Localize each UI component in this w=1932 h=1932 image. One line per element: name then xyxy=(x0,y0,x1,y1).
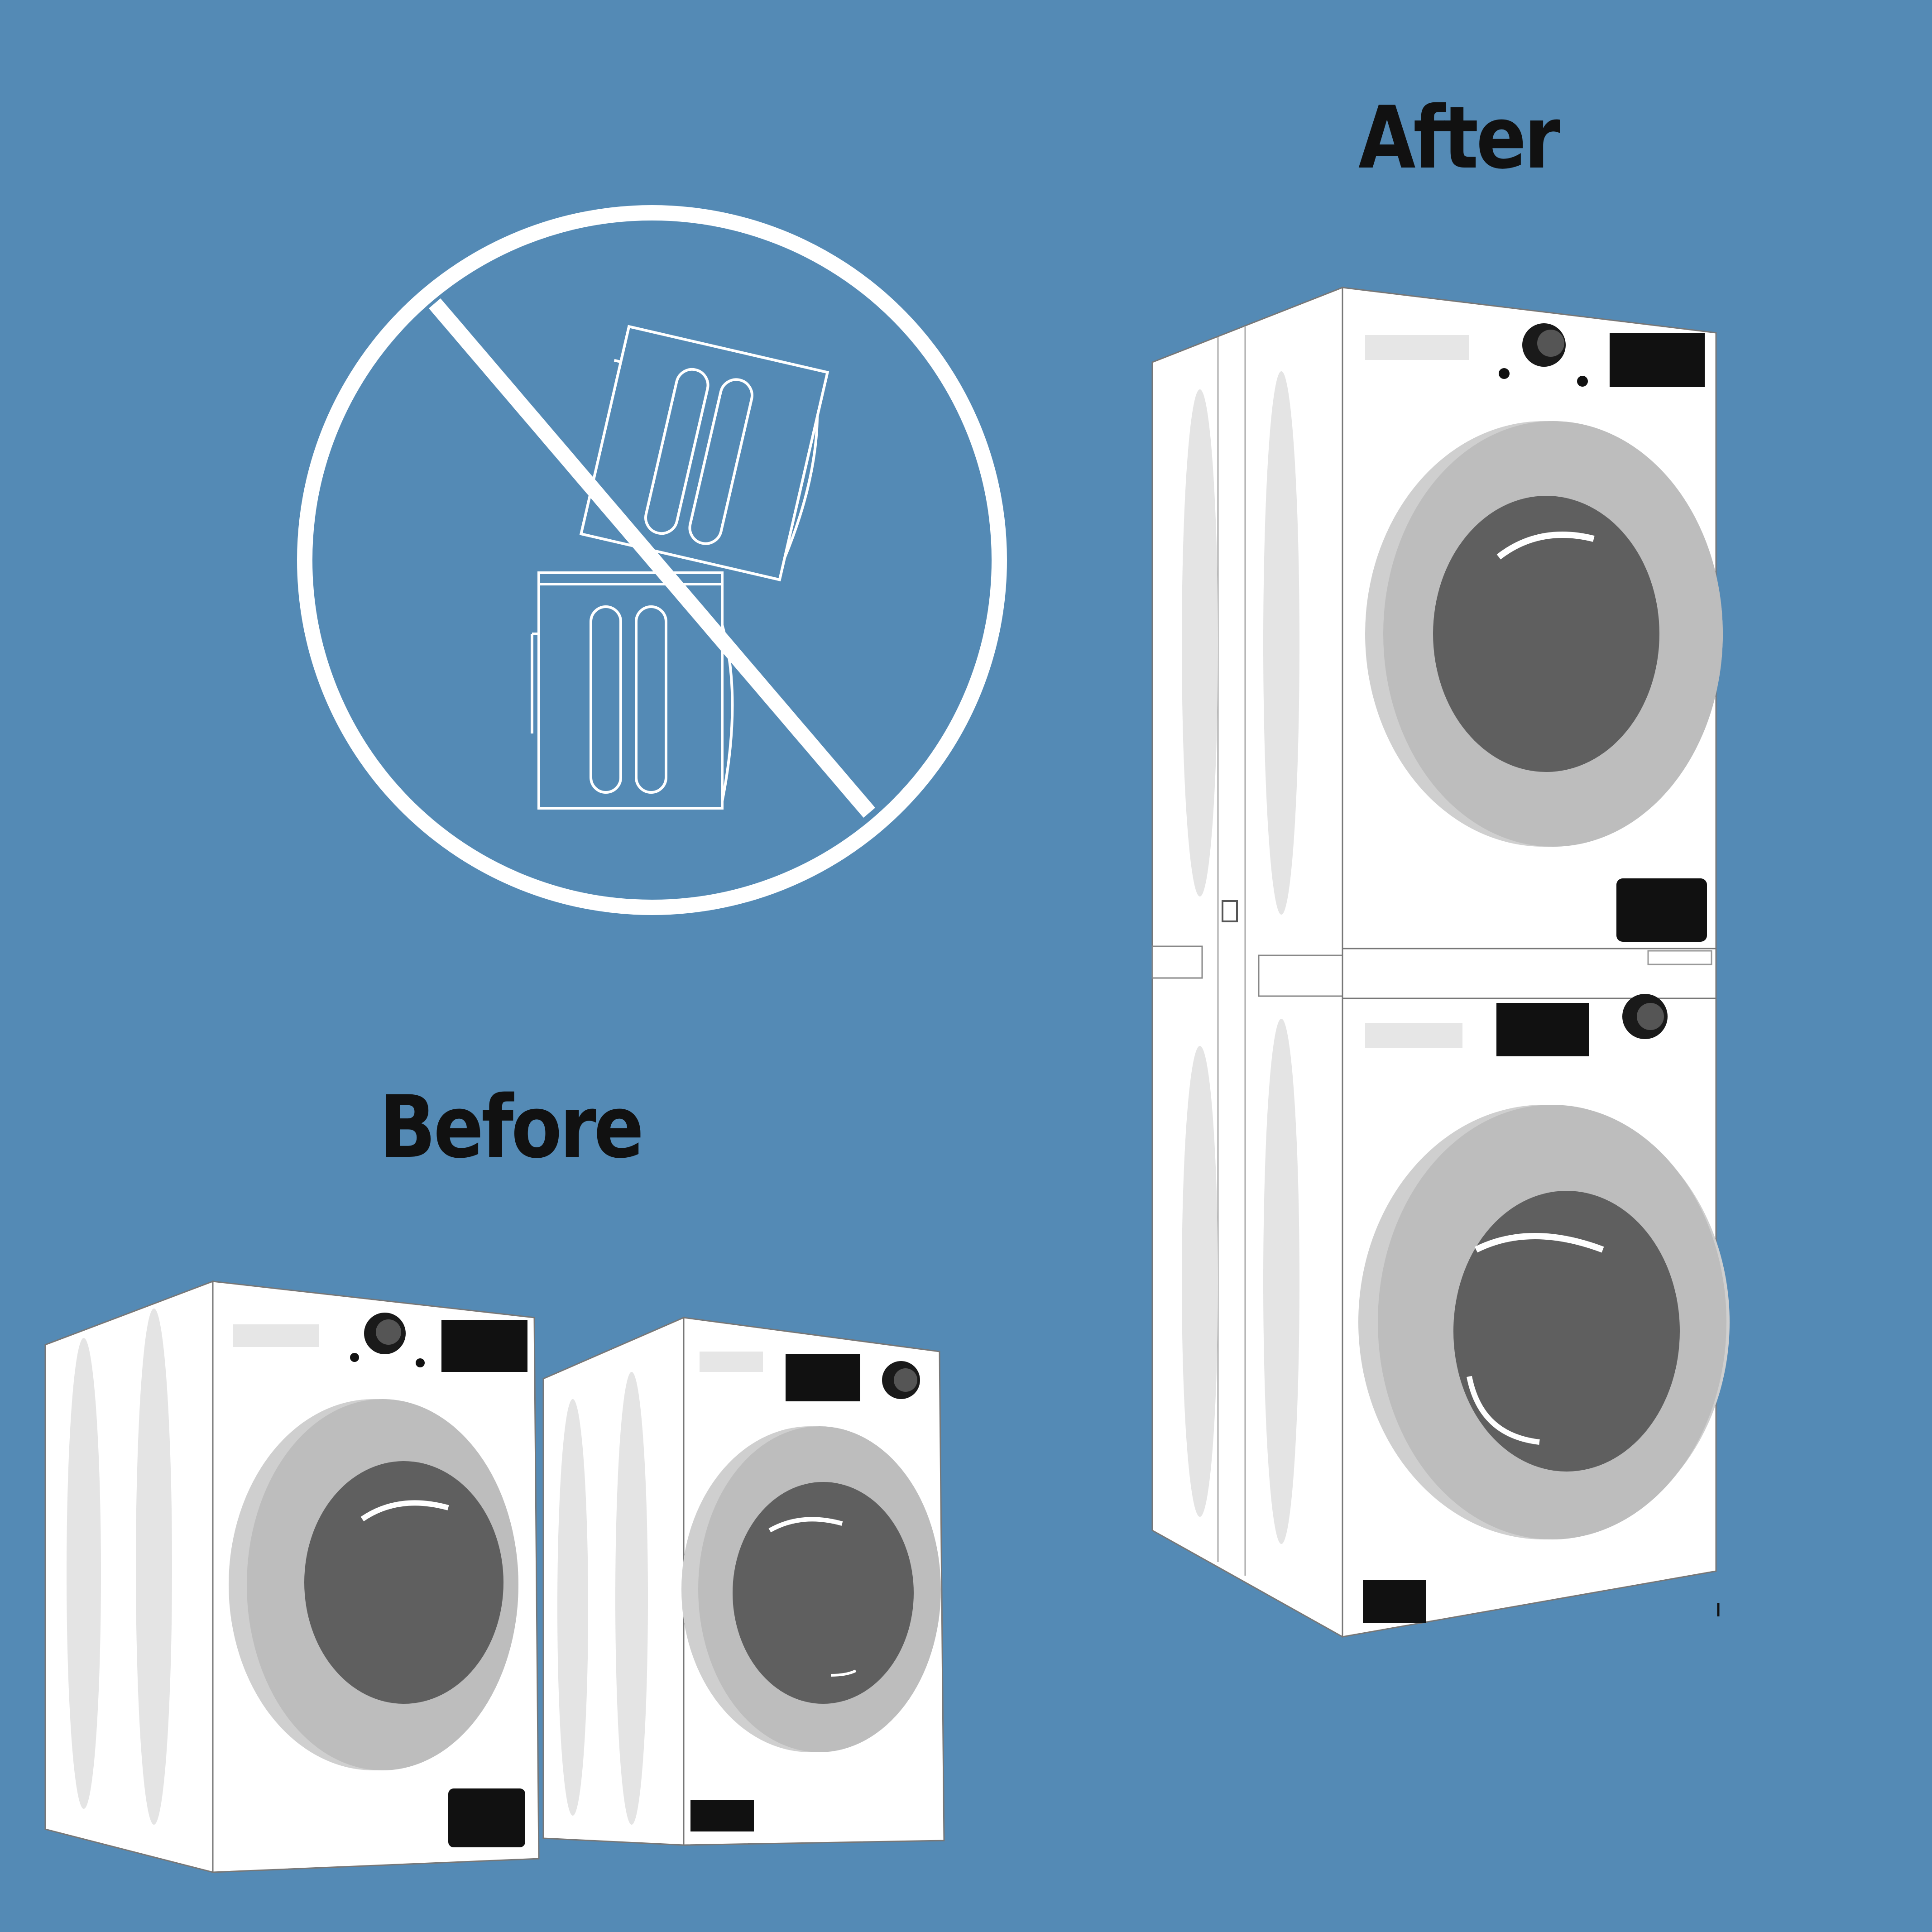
tilted-washer-icon xyxy=(579,325,829,581)
before-left-washer xyxy=(44,1280,540,1873)
stacked-washer-dryer xyxy=(1151,286,1730,1638)
right-dryer-display xyxy=(786,1354,860,1401)
left-washer-door-glass xyxy=(304,1461,503,1704)
prohibition-slash xyxy=(429,298,875,818)
washer-icon xyxy=(531,571,734,810)
left-washer-display xyxy=(441,1320,527,1372)
strap-buckle xyxy=(1222,900,1238,922)
top-dryer-filter xyxy=(1616,878,1707,942)
right-dryer-filter xyxy=(690,1800,754,1831)
prohibition-circle xyxy=(297,205,1007,915)
bottom-washer-filter xyxy=(1363,1580,1426,1623)
bottom-washer-door-glass xyxy=(1453,1191,1680,1472)
prohibition-sign-icon xyxy=(297,205,1007,915)
stacking-strap xyxy=(1151,945,1203,979)
before-label: Before xyxy=(379,1077,644,1177)
before-right-dryer xyxy=(542,1316,945,1846)
top-dryer-display xyxy=(1610,333,1705,387)
right-dryer-door-glass xyxy=(733,1482,914,1704)
bottom-washer-display xyxy=(1496,1003,1589,1056)
after-label: After xyxy=(1358,88,1560,188)
left-washer-filter xyxy=(448,1788,525,1847)
top-dryer-door-glass xyxy=(1433,496,1659,772)
